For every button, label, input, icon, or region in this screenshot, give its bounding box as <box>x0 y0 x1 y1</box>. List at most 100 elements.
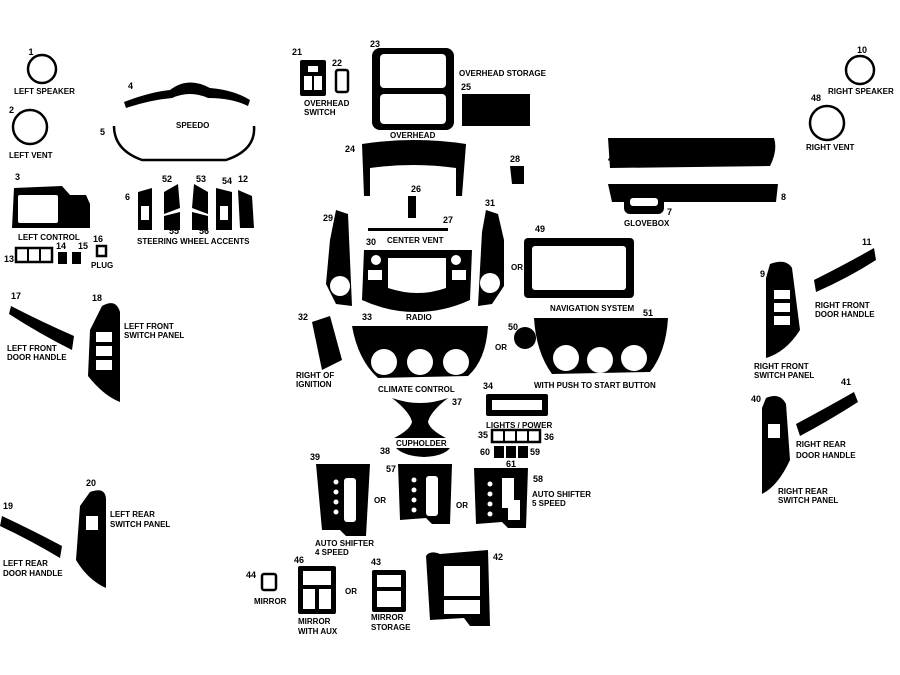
part-9-right-front-switch-panel: 9 RIGHT FRONT SWITCH PANEL <box>754 261 814 380</box>
part-label: CLIMATE CONTROL <box>378 385 455 394</box>
glovebox-cutout <box>630 198 658 206</box>
part-number: 34 <box>483 381 493 391</box>
part-number: 6 <box>125 192 130 202</box>
part-number: 44 <box>246 570 256 580</box>
part-number: 57 <box>386 464 396 474</box>
part-number: 19 <box>3 501 13 511</box>
part-43-mirror-storage: 43 MIRROR STORAGE <box>371 557 411 632</box>
shifter-dot-cutout <box>487 491 493 497</box>
part-number: 42 <box>493 552 503 562</box>
part-number: 41 <box>841 377 851 387</box>
part-label: WITH AUX <box>298 627 338 636</box>
part-17-left-front-door-handle: 17 LEFT FRONT DOOR HANDLE <box>7 291 74 362</box>
part-number: 21 <box>292 47 302 57</box>
part-label: LIGHTS / POWER <box>486 421 552 430</box>
part-26-center-vent-strip: 26 <box>408 184 421 218</box>
console-cutout <box>444 566 480 596</box>
part-number: 31 <box>485 198 495 208</box>
part-2-left-vent: 2 LEFT VENT <box>9 105 53 160</box>
center-vent-strip <box>408 196 416 218</box>
part-46-mirror-with-aux: 46 MIRROR WITH AUX <box>294 555 338 636</box>
switch-cutout <box>308 66 318 72</box>
part-40-right-rear-switch-panel: 40 RIGHT REAR SWITCH PANEL <box>751 394 838 505</box>
right-vent-ring <box>808 104 846 142</box>
part-number: 23 <box>370 39 380 49</box>
part-label: PLUG <box>91 261 113 270</box>
part-number: 53 <box>196 174 206 184</box>
part-number: 36 <box>544 432 554 442</box>
part-label: OVERHEAD <box>390 131 436 140</box>
part-number: 16 <box>93 234 103 244</box>
accent-56 <box>192 212 208 230</box>
part-number: 54 <box>222 176 232 186</box>
switch-cutout <box>774 290 790 299</box>
mirror-trim <box>260 572 278 592</box>
part-number: 4 <box>128 81 133 91</box>
part-44-mirror: 44 MIRROR <box>246 570 287 606</box>
right-speaker-ring <box>844 54 876 86</box>
accent-53 <box>192 184 208 214</box>
dash-top-trim <box>362 140 466 196</box>
switch-cutout <box>774 316 790 325</box>
parts-35-36-59-60-61: 35 36 60 59 61 <box>478 428 554 469</box>
part-number: 7 <box>667 207 672 217</box>
part-label: DOOR HANDLE <box>3 569 63 578</box>
part-20-left-rear-switch-panel: 20 LEFT REAR SWITCH PANEL <box>76 478 170 588</box>
part-13-trim <box>14 246 54 264</box>
part-label: RIGHT REAR <box>778 487 828 496</box>
part-59-trim <box>518 446 528 458</box>
accent-cutout <box>220 206 228 220</box>
part-number: 56 <box>199 226 209 236</box>
part-33-climate-control: 33 CLIMATE CONTROL <box>352 312 488 394</box>
part-label: SWITCH PANEL <box>110 520 170 529</box>
part-25-overhead-storage: OVERHEAD STORAGE 25 <box>459 69 547 126</box>
part-number: 39 <box>310 452 320 462</box>
climate-knob-cutout <box>621 345 647 371</box>
switch-cutout <box>304 76 312 90</box>
left-speaker-ring <box>26 53 58 85</box>
left-vent-ring <box>11 108 49 146</box>
left-front-door-handle-trim <box>9 306 74 350</box>
part-number: 40 <box>751 394 761 404</box>
part-number: 43 <box>371 557 381 567</box>
shifter-gate-cutout <box>344 478 356 522</box>
console-cutout <box>444 600 480 614</box>
part-label: OVERHEAD STORAGE <box>459 69 547 78</box>
part-41-right-rear-door-handle: 41 RIGHT REAR DOOR HANDLE <box>796 377 858 460</box>
mirror-cutout <box>377 575 401 587</box>
part-label: RIGHT SPEAKER <box>828 87 894 96</box>
part-label: SWITCH PANEL <box>778 496 838 505</box>
part-number: 30 <box>366 237 376 247</box>
shifter-dot-cutout <box>411 487 417 493</box>
part-number: 27 <box>443 215 453 225</box>
part-14-trim <box>58 252 67 264</box>
parts-13-16-small-trims: 13 14 15 16 PLUG <box>4 234 113 270</box>
part-38-trim <box>396 448 450 457</box>
part-number: 20 <box>86 478 96 488</box>
part-label: RIGHT REAR <box>796 440 846 449</box>
switch-cutout <box>96 360 112 370</box>
part-label: SWITCH PANEL <box>124 331 184 340</box>
part-28-small-trim: 28 <box>510 154 524 184</box>
radio-button-cutout <box>452 270 466 280</box>
part-number: 50 <box>508 322 518 332</box>
part-number: 51 <box>643 308 653 318</box>
part-30-radio: 30 RADIO <box>362 237 472 322</box>
radio-screen-cutout <box>388 258 446 293</box>
left-rear-door-handle-trim <box>0 516 62 558</box>
part-number: 59 <box>530 447 540 457</box>
part-number: 3 <box>15 172 20 182</box>
shifter-dot-cutout <box>487 511 493 517</box>
accent-52 <box>164 184 180 214</box>
climate-knob-cutout <box>553 345 579 371</box>
part-number: 13 <box>4 254 14 264</box>
part-number: 22 <box>332 58 342 68</box>
part-29-left-stack-side: 29 <box>323 210 352 306</box>
part-number: 15 <box>78 241 88 251</box>
center-vent-trim <box>368 228 448 231</box>
mirror-cutout <box>303 589 315 609</box>
switch-cutout <box>96 346 112 356</box>
shifter-dot-cutout <box>487 481 493 487</box>
part-number: 14 <box>56 241 66 251</box>
stack-cutout <box>480 273 500 293</box>
